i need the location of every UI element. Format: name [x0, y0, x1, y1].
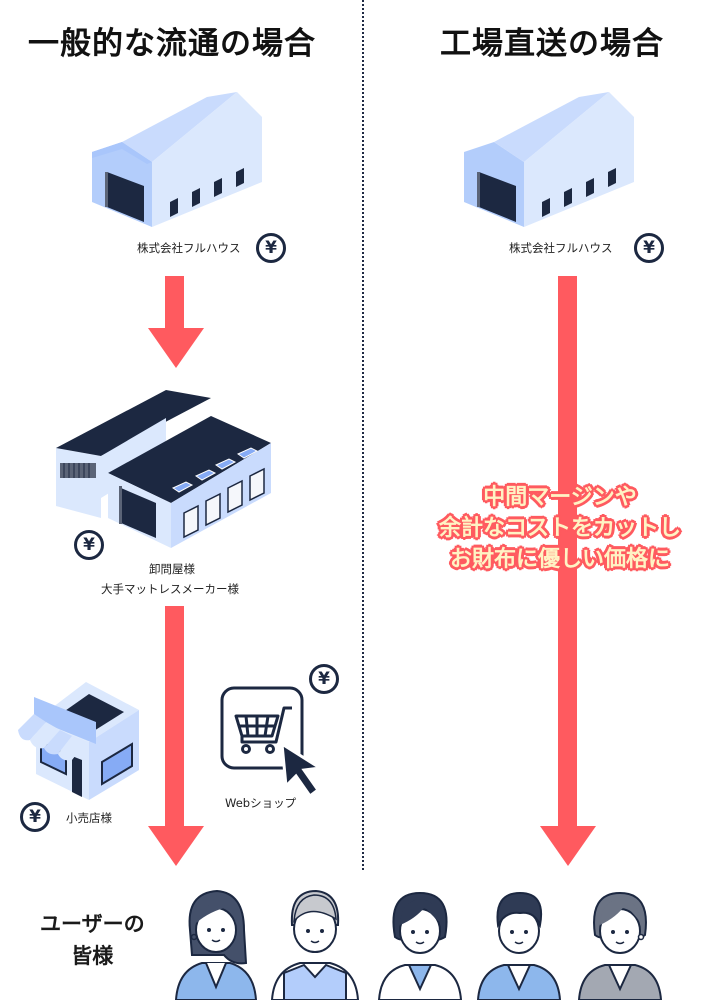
wholesaler-sublabel: 大手マットレスメーカー様 — [101, 582, 239, 596]
person-avatar — [577, 891, 663, 1000]
down-arrow — [540, 276, 596, 866]
distribution-center-icon — [56, 390, 271, 548]
store-icon — [18, 682, 139, 800]
shopping-cart-icon — [220, 686, 325, 798]
callout-line: 余計なコストをカットし — [438, 516, 681, 541]
users-label-line: 皆様 — [71, 944, 114, 968]
yen-icon: ¥ — [74, 530, 104, 560]
down-arrow — [148, 606, 204, 866]
person-avatar — [377, 891, 463, 1000]
yen-icon: ¥ — [20, 802, 50, 832]
warehouse-icon — [464, 92, 634, 227]
cost-cut-callout: 中間マージンや 余計なコストをカットし お財布に優しい価格に — [400, 482, 720, 575]
down-arrow — [148, 276, 204, 368]
person-avatar — [174, 889, 258, 1000]
users-label: ユーザーの 皆様 — [40, 908, 145, 972]
wholesaler-label: 卸問屋様 — [149, 562, 195, 576]
column-divider — [362, 0, 364, 870]
person-avatar — [476, 891, 562, 1000]
yen-icon: ¥ — [634, 233, 664, 263]
yen-icon: ¥ — [256, 233, 286, 263]
callout-line: お財布に優しい価格に — [449, 547, 670, 572]
retail-label: 小売店様 — [66, 811, 112, 825]
title-factory-direct: 工場直送の場合 — [440, 26, 664, 62]
callout-line: 中間マージンや — [483, 485, 637, 510]
title-general-distribution: 一般的な流通の場合 — [28, 26, 316, 62]
person-avatar — [270, 889, 360, 1000]
users-label-line: ユーザーの — [40, 912, 145, 936]
manufacturer-label: 株式会社フルハウス — [509, 241, 613, 255]
warehouse-icon — [92, 92, 262, 227]
manufacturer-label: 株式会社フルハウス — [137, 241, 241, 255]
yen-icon: ¥ — [309, 664, 339, 694]
web-shop-label: Webショップ — [225, 796, 297, 810]
